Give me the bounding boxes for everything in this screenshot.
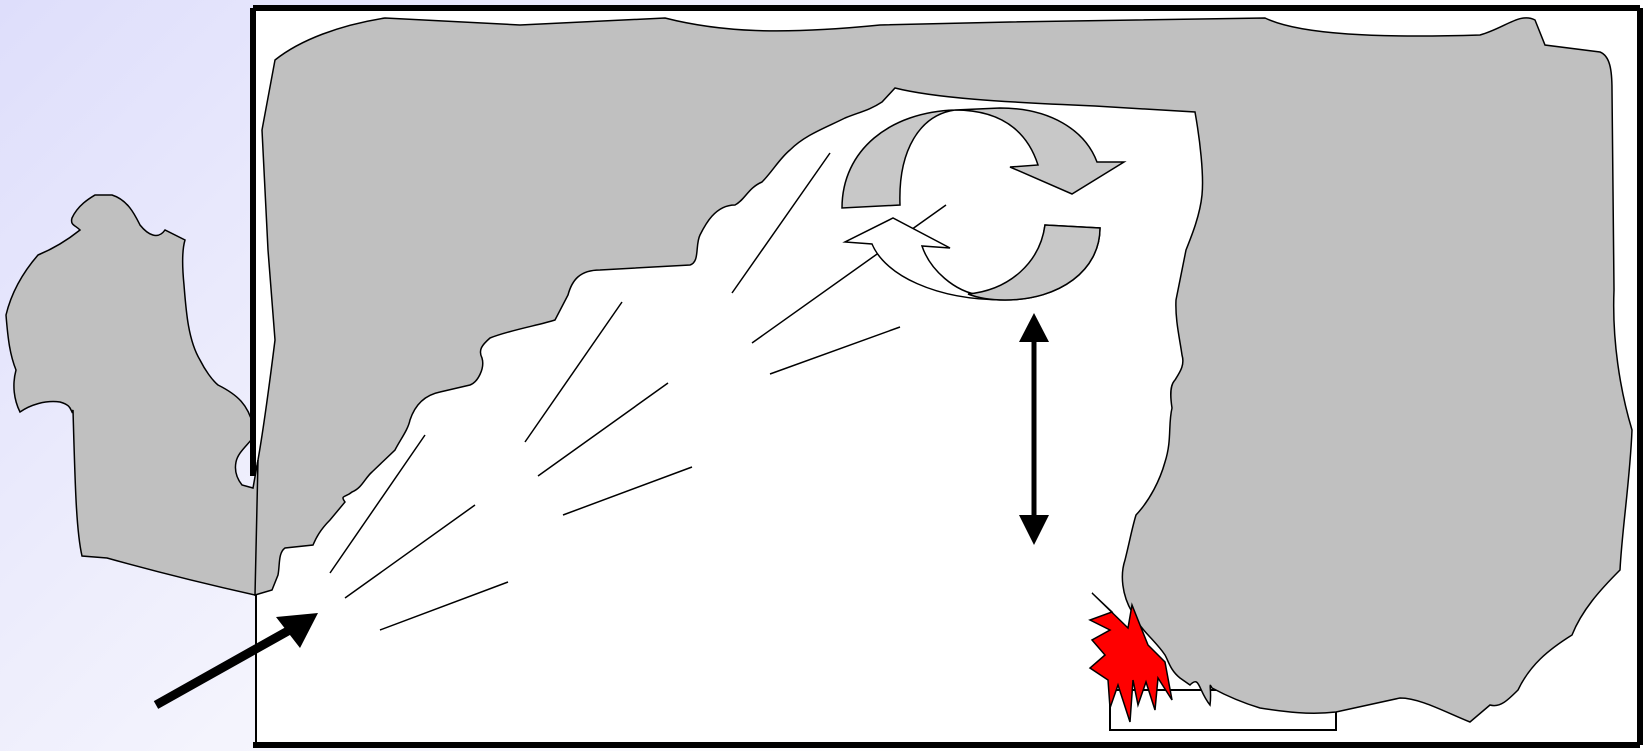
vertical-double-arrow	[1019, 313, 1049, 545]
wave-ray	[731, 152, 831, 294]
wave-ray	[524, 301, 623, 443]
wave-ray	[562, 466, 693, 516]
wave-ray	[344, 504, 476, 599]
land-mass-main	[250, 17, 1633, 723]
double-arrow-head-up	[1019, 313, 1049, 342]
circulation-arrows	[841, 107, 1127, 301]
wave-ray	[379, 581, 509, 631]
wave-ray	[537, 382, 669, 477]
incoming-arrow-shaft	[153, 623, 298, 709]
wave-ray	[329, 434, 426, 574]
double-arrow-head-down	[1019, 515, 1049, 545]
wave-ray	[751, 204, 947, 344]
circulation-arrow-top	[841, 107, 1127, 209]
land-mass-left	[5, 194, 259, 596]
incoming-arrow-head	[276, 613, 318, 648]
explosion-icon	[1088, 592, 1173, 723]
incoming-arrow	[153, 613, 318, 709]
circulation-arrow-bottom-shade	[967, 224, 1101, 301]
wave-rays	[329, 152, 947, 631]
wave-ray	[769, 326, 901, 375]
